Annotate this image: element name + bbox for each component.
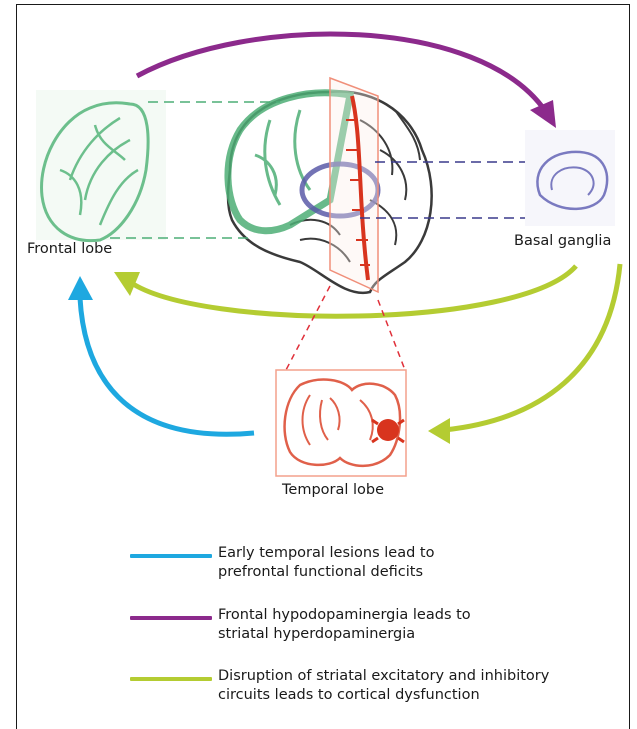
temporal-lobe-icon [276,370,406,476]
temporal-lesion-mark [377,419,399,441]
legend-item-green: Disruption of striatal excitatory and in… [130,667,549,705]
basal-ganglia-icon [525,130,615,226]
green-pathway-arrow-temporal [444,264,620,430]
temporal-lobe-label: Temporal lobe [282,482,384,498]
temporal-connector-right [378,300,405,370]
legend-purple-line2: striatal hyperdopaminergia [218,625,471,644]
legend-green-line1: Disruption of striatal excitatory and in… [218,667,549,686]
green-arrowhead-temporal [428,418,450,444]
blue-arrowhead [68,276,93,300]
basal-ganglia-label: Basal ganglia [514,233,611,249]
blue-pathway-arrow [80,298,254,434]
legend-item-blue: Early temporal lesions lead to prefronta… [130,544,434,582]
legend-item-purple: Frontal hypodopaminergia leads to striat… [130,606,471,644]
legend-purple-line1: Frontal hypodopaminergia leads to [218,606,471,625]
legend-blue-line2: prefrontal functional deficits [218,563,434,582]
temporal-connector-left [286,286,330,370]
legend-green-line2: circuits leads to cortical dysfunction [218,686,549,705]
frontal-lobe-icon [36,90,166,241]
brain-sagittal-icon [228,78,432,293]
legend-blue-line1: Early temporal lesions lead to [218,544,434,563]
legend-swatch-blue [130,554,212,558]
legend-swatch-green [130,677,212,681]
legend-swatch-purple [130,616,212,620]
frontal-lobe-label: Frontal lobe [27,241,112,257]
